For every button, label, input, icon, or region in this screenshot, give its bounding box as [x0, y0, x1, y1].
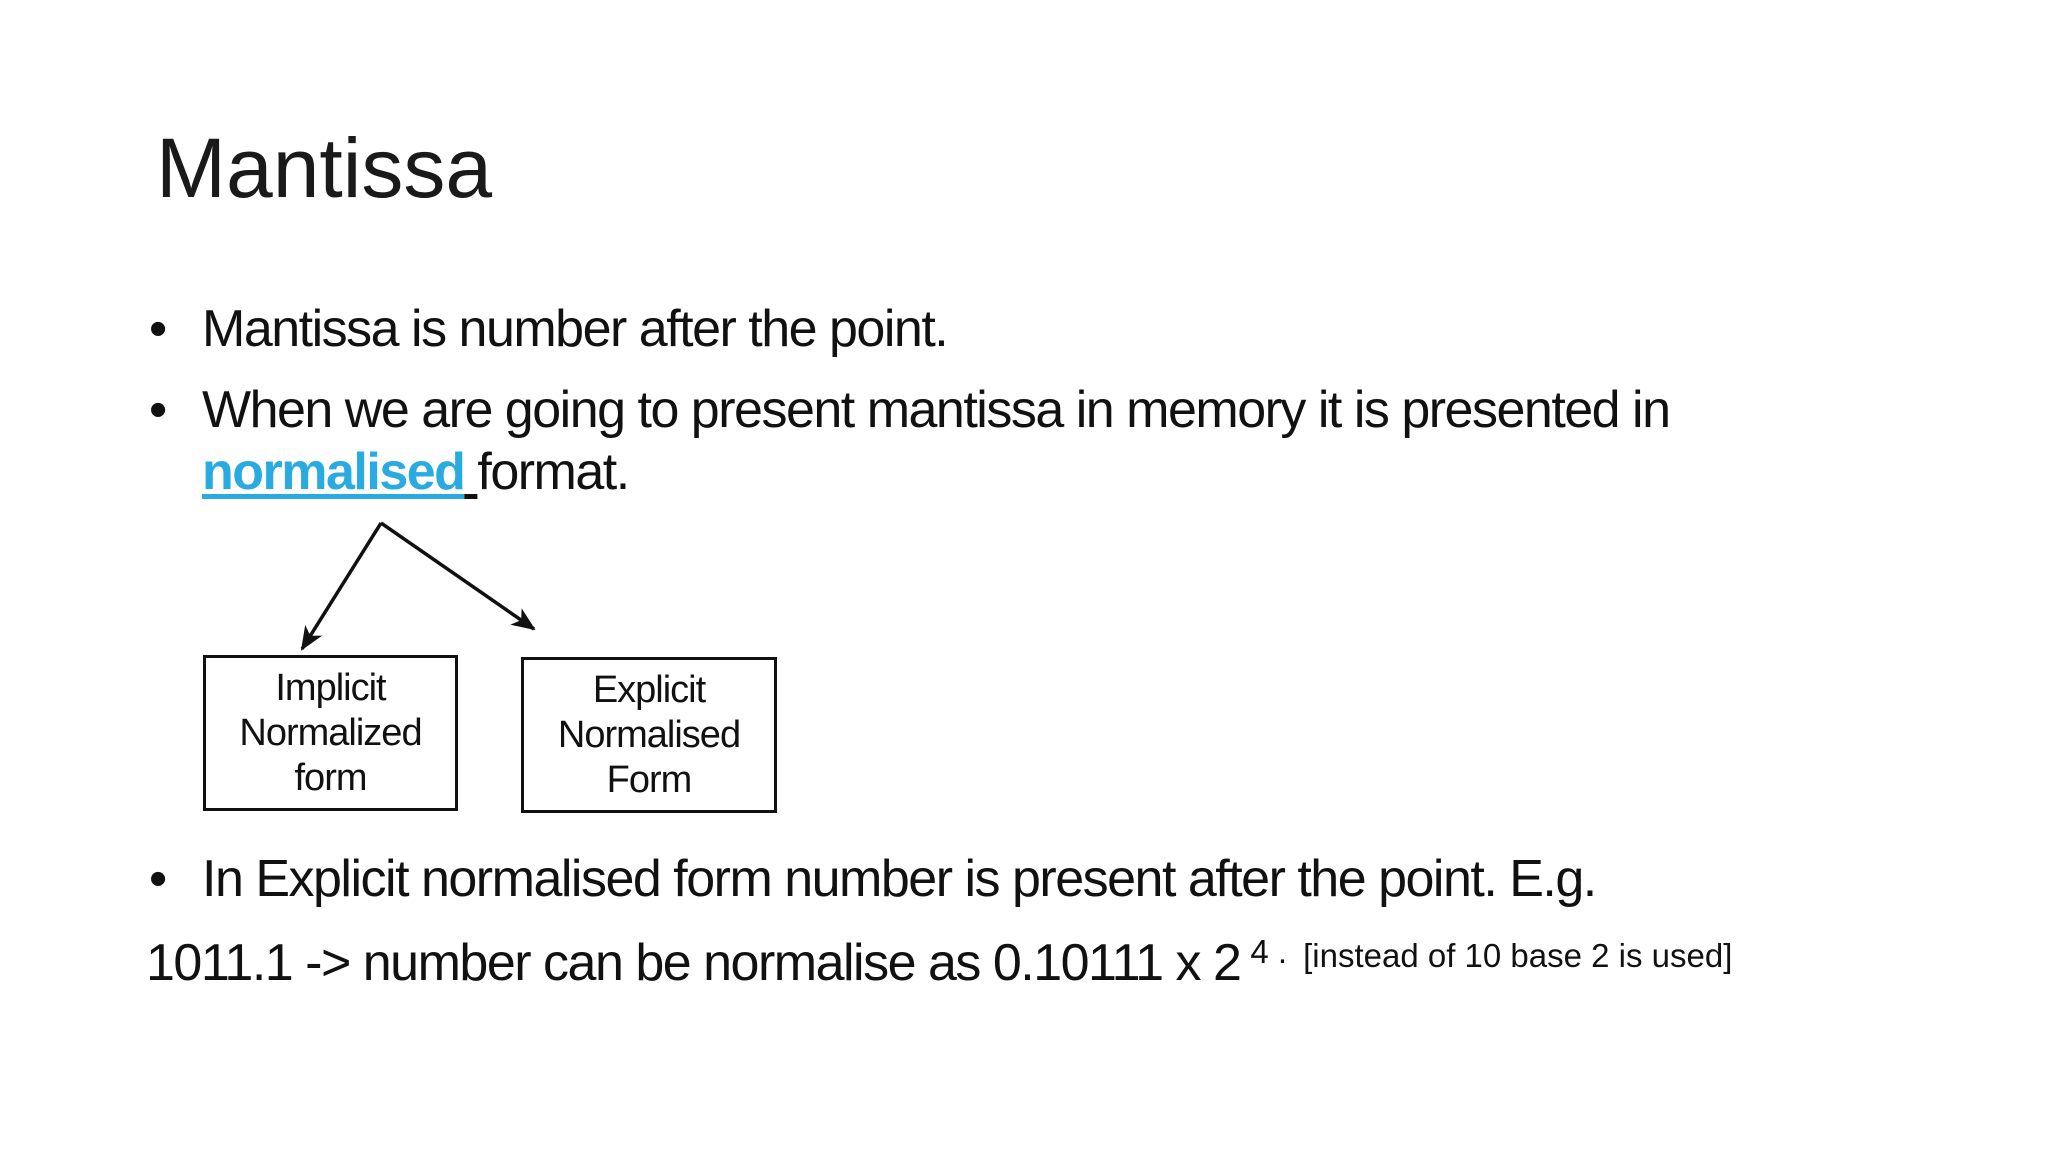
bullet-text-line2: format. [477, 443, 630, 501]
bullet-icon: • [149, 300, 168, 358]
example-note: [instead of 10 base 2 is used] [1303, 937, 1733, 974]
bullet-item-1: • Mantissa is number after the point. [149, 298, 949, 360]
example-line: 1011.1 -> number can be normalise as 0.1… [146, 921, 1732, 994]
box-line: form [294, 756, 368, 799]
exponent-superscript: 4 . [1250, 933, 1288, 970]
box-line: Form [606, 758, 693, 801]
box-line: Normalised [557, 713, 741, 756]
example-main: 1011.1 -> number can be normalise as 0.1… [146, 934, 1242, 992]
bullet-text: Mantissa is number after the point. [202, 300, 949, 358]
highlighted-text: normalised [202, 443, 466, 501]
implicit-normalized-box: Implicit Normalized form [203, 655, 458, 811]
bullet-text: When we are going to present mantissa in… [202, 379, 1671, 503]
bullet-icon: • [149, 850, 168, 908]
bullet-text-line1: When we are going to present mantissa in… [202, 381, 1671, 439]
bullet-item-3: • In Explicit normalised form number is … [149, 848, 1597, 910]
left-arrow [300, 522, 383, 651]
explicit-normalised-box: Explicit Normalised Form [521, 657, 777, 813]
bullet-text: In Explicit normalised form number is pr… [202, 850, 1597, 908]
box-line: Implicit [275, 666, 386, 709]
bullet-icon: • [149, 381, 168, 439]
bullet-item-2: • When we are going to present mantissa … [149, 379, 1671, 503]
box-line: Normalized [239, 711, 422, 754]
underline-mark [464, 443, 477, 501]
box-line: Explicit [592, 668, 706, 711]
right-arrow [380, 521, 536, 631]
page-title: Mantissa [156, 121, 493, 215]
